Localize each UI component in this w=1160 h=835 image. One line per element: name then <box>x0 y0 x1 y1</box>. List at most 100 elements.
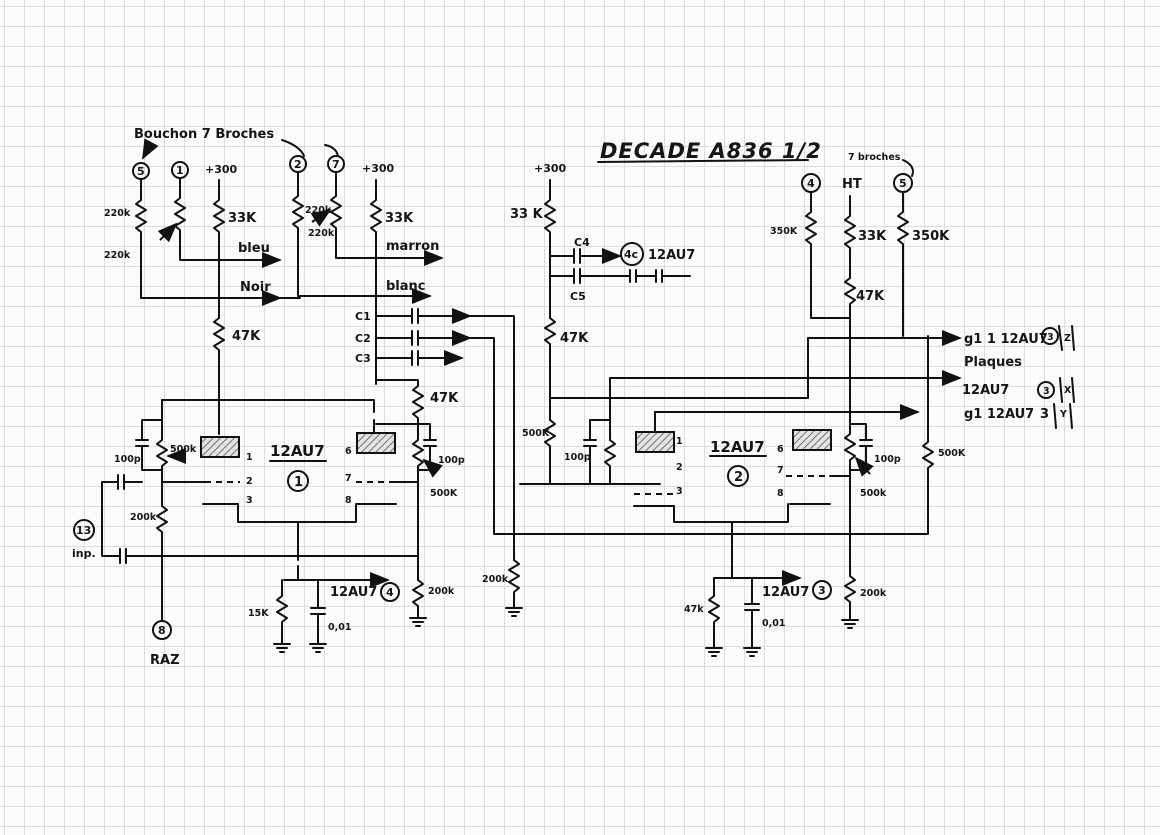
pot-b-wiper <box>310 208 332 227</box>
t2-pin-6: 6 <box>777 444 784 455</box>
g1-y-axis: Y <box>1059 409 1067 420</box>
pin-1-label: 1 <box>176 164 184 177</box>
plaques-axis: X <box>1064 385 1072 396</box>
ground-200k-b <box>409 617 427 627</box>
r-200k-c-label: 200k <box>482 574 509 585</box>
r-47k-b-label: 47K <box>430 391 459 406</box>
r-500k-e-label: 500K <box>938 448 966 459</box>
blanc-label: blanc <box>386 279 426 294</box>
c-100p-a-label: 100p <box>114 454 141 465</box>
pin-8-label: 8 <box>158 624 166 637</box>
resistor-33k-c <box>544 179 556 319</box>
right-plug: 7 broches 4 HT 5 350K 33K 47K 350K g1 1 … <box>699 152 1075 629</box>
supply-300-c: +300 <box>534 162 567 175</box>
r-pin-5-label: 5 <box>899 177 907 190</box>
t1-num-circle <box>287 470 309 492</box>
t2-plate-1 <box>635 431 675 453</box>
g1-z-circle <box>1041 327 1059 345</box>
resistor-47k-c <box>544 317 556 421</box>
t1-plate-6 <box>356 432 396 454</box>
r-200k-d-label: 200k <box>860 588 887 599</box>
t4c-type: 12AU7 <box>648 248 695 263</box>
ground-001-a <box>309 643 327 653</box>
r-47k-a-label: 47K <box>232 329 261 344</box>
t1-pin-8: 8 <box>345 495 352 506</box>
t1-top-rail <box>161 399 375 413</box>
c5-label: C5 <box>570 290 586 303</box>
pot-500k-c <box>544 419 556 485</box>
tube-2: 1 2 3 6 7 8 12AU7 2 47k 0,01 12AU7 3 <box>633 411 851 657</box>
g1-z-bar-2 <box>1071 325 1075 351</box>
t4-type: 12AU7 <box>330 585 377 600</box>
pot-500k-c-label: 500K <box>522 428 550 439</box>
pin-13-label: 13 <box>76 524 91 537</box>
pin-8-circle <box>152 620 172 640</box>
t2-pin-2: 2 <box>676 462 683 473</box>
t2-type: 12AU7 <box>710 438 765 456</box>
t2-num-circle <box>727 465 749 487</box>
pin-13-circle <box>73 519 95 541</box>
t2-grids <box>634 475 830 495</box>
raz-label: RAZ <box>150 653 180 668</box>
r-47k-e-label: 47K <box>856 289 885 304</box>
r-47k-c-label: 47K <box>560 331 589 346</box>
t4c-num: 4c <box>624 248 638 261</box>
tube-1: 1 2 3 6 7 8 12AU7 1 100p 500k 200k 13 in… <box>72 399 465 668</box>
t4-num: 4 <box>386 586 394 599</box>
t2-pin-7: 7 <box>777 465 784 476</box>
middle-section: +300 33 K C4 C5 4c 12AU7 47K 500K 100p <box>510 162 951 485</box>
r-220k-a-label: 220k <box>104 208 131 219</box>
left-plug: Bouchon 7 Broches 5 1 +300 2 7 +300 <box>132 127 395 180</box>
g1-z-bar <box>1058 325 1063 351</box>
cap-100p-d <box>849 423 873 471</box>
c4-c5-plates <box>573 248 581 284</box>
pot-500k-d <box>844 411 856 577</box>
c-100p-c-label: 100p <box>564 452 591 463</box>
cap-100p-a-wire <box>141 445 163 471</box>
c4-label: C4 <box>574 236 590 249</box>
plaques-type: 12AU7 <box>962 383 1009 398</box>
r-350k-b-label: 350K <box>912 229 950 244</box>
plug-note: Bouchon 7 Broches <box>134 127 274 142</box>
noir-label: Noir <box>240 280 271 295</box>
r-15k-label: 15K <box>248 608 269 619</box>
t1-plate-1 <box>200 436 240 458</box>
r-350k-a-label: 350K <box>770 226 798 237</box>
resistor-220k-a <box>135 178 301 299</box>
plaques-num: 3 <box>1043 386 1050 397</box>
resistor-33k-b <box>370 179 382 385</box>
t2-num: 2 <box>734 470 743 485</box>
cap-wires-c1c2c3 <box>375 315 437 359</box>
ground-200k-c <box>505 607 523 617</box>
pot-500k-b-wiper <box>422 458 443 478</box>
t4c-circle <box>620 242 644 266</box>
t3-type: 12AU7 <box>762 585 809 600</box>
c-100p-d-label: 100p <box>874 454 901 465</box>
resistor-15k <box>276 565 299 645</box>
pot-500k-a <box>156 419 168 507</box>
pot-500k-a-label: 500k <box>170 444 197 455</box>
r-47k-d-label: 47k <box>684 604 704 615</box>
plaques-bar-2 <box>1071 377 1075 403</box>
t1-left-feed <box>141 399 163 441</box>
c4-c5-wires <box>549 255 611 277</box>
t1-plate-b-feed <box>373 419 419 434</box>
g1-z-num: 3 <box>1047 332 1054 343</box>
t1-num: 1 <box>294 475 303 490</box>
t1-type: 12AU7 <box>270 442 325 460</box>
pot-220k-b-label: 220k <box>308 228 335 239</box>
resistor-200k-a <box>156 505 168 621</box>
pot-500k-b <box>412 423 424 581</box>
resistor-200k-c <box>508 559 520 609</box>
c-001-b-label: 0,01 <box>762 618 785 629</box>
t2-pin-3: 3 <box>676 486 683 497</box>
r-pin-4-label: 4 <box>807 177 815 190</box>
plaques-circle <box>1037 381 1055 399</box>
wire-c1-down <box>435 315 515 561</box>
c1-label: C1 <box>355 310 371 323</box>
pot-500k-b-label: 500K <box>430 488 458 499</box>
pin-5-label: 5 <box>137 165 145 178</box>
diagram-title: DECADE A836 1/2 <box>600 139 822 163</box>
ground-15k <box>273 643 291 653</box>
